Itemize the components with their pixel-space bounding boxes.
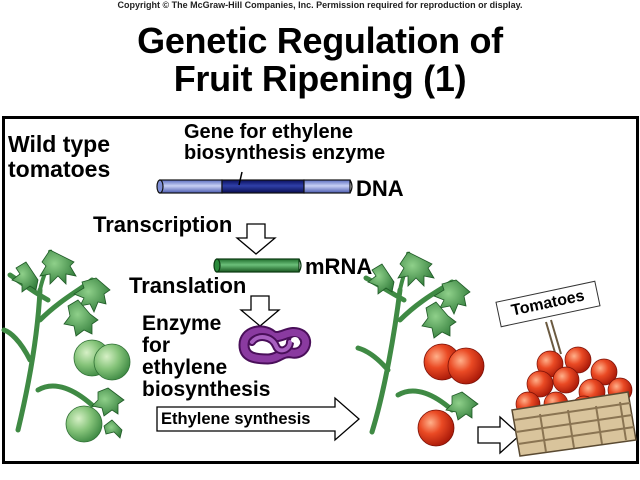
gene-label: Gene for ethylene biosynthesis enzyme <box>184 122 385 164</box>
ripe-tomato <box>447 347 485 385</box>
gene-label-line-2: biosynthesis enzyme <box>184 142 386 164</box>
ripe-tomato-plant <box>355 251 485 447</box>
enzyme-label-line-4: biosynthesis <box>142 378 271 401</box>
dna-label: DNA <box>356 176 404 201</box>
enzyme-label-line-2: for <box>142 334 170 357</box>
translation-arrow <box>239 295 281 327</box>
dna-molecule <box>156 171 353 194</box>
ethylene-synthesis-label: Ethylene synthesis <box>161 410 311 428</box>
dna-gene-segment <box>221 179 305 194</box>
harvest-arrow <box>477 415 521 455</box>
transcription-label: Transcription <box>93 212 233 237</box>
title-line-1: Genetic Regulation of <box>137 20 503 61</box>
wild-type-label: Wild type tomatoes <box>8 132 110 182</box>
transcription-arrow <box>235 223 277 255</box>
unripe-tomato <box>65 405 103 443</box>
diagram-frame <box>2 116 639 464</box>
enzyme-icon <box>238 325 312 365</box>
title-line-2: Fruit Ripening (1) <box>173 58 467 99</box>
copyright-notice: Copyright © The McGraw-Hill Companies, I… <box>117 0 523 10</box>
enzyme-label-line-3: ethylene <box>142 356 228 379</box>
ethylene-synthesis-arrow <box>156 396 360 442</box>
gene-label-line-1: Gene for ethylene <box>184 121 353 143</box>
unripe-tomato <box>93 343 131 381</box>
translation-label: Translation <box>129 273 247 298</box>
ripe-tomato <box>417 409 455 447</box>
dna-left-segment <box>159 179 223 194</box>
enzyme-label: Enzyme for ethylene biosynthesis <box>142 313 270 401</box>
enzyme-label-line-1: Enzyme <box>142 312 222 335</box>
gene-pointer-line <box>238 171 243 186</box>
page-title: Genetic Regulation of Fruit Ripening (1) <box>0 22 640 98</box>
tomato-basket <box>511 319 637 457</box>
wild-type-line-2: tomatoes <box>8 156 111 182</box>
mrna-molecule <box>213 258 302 273</box>
mrna-label: mRNA <box>305 254 373 279</box>
wild-type-line-1: Wild type <box>8 131 111 157</box>
dna-right-segment <box>303 179 351 194</box>
unripe-tomato-plant <box>1 249 131 443</box>
